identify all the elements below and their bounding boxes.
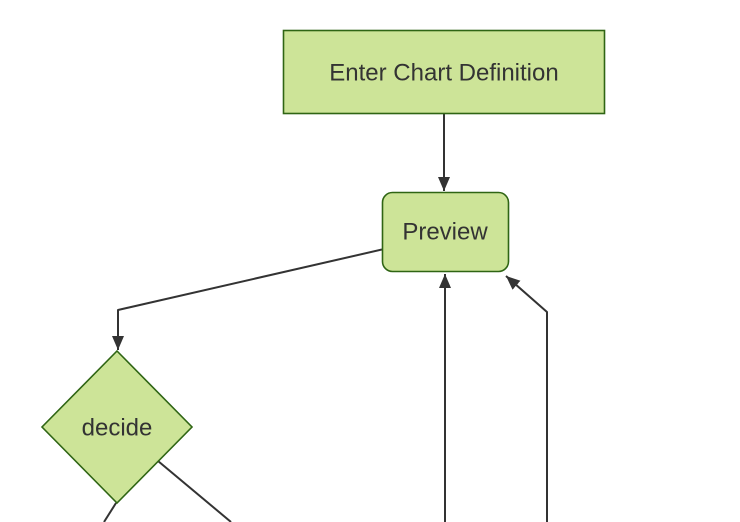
- node-enter-chart-definition: [282, 29, 606, 115]
- edge-preview-to-decide: [112, 248, 383, 350]
- node-label-preview: Preview: [402, 219, 488, 246]
- flowchart-node-decide: decide: [40, 349, 194, 505]
- flowchart-node-preview: Preview: [381, 191, 510, 273]
- edge-decide-to-offscreen-bottom: [157, 460, 232, 522]
- node-label-decide: decide: [82, 415, 153, 442]
- node-decide: [40, 349, 194, 505]
- node-label-enter-chart-definition: Enter Chart Definition: [329, 60, 558, 87]
- node-preview: [381, 191, 510, 273]
- edge-offscreen-right-to-preview: [505, 275, 548, 522]
- flowchart-node-enter-chart-definition: Enter Chart Definition: [282, 29, 606, 115]
- edge-decide-to-offscreen-left: [103, 502, 117, 522]
